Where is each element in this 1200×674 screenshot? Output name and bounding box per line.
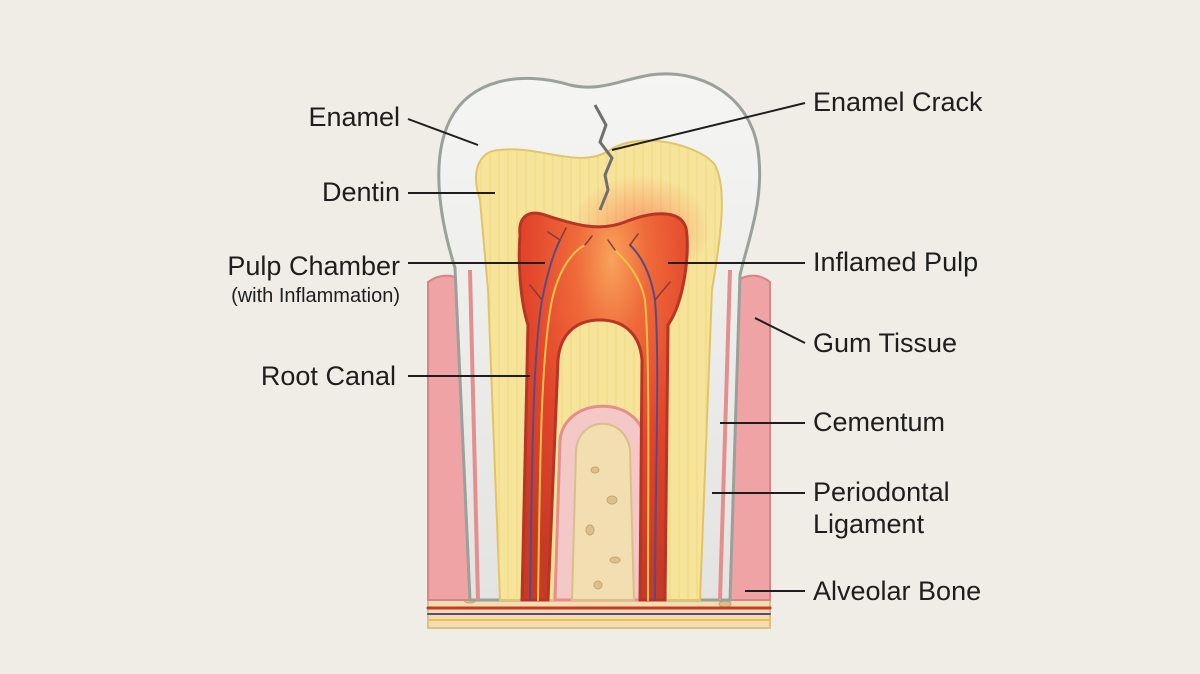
label-enamel: Enamel [308, 102, 400, 132]
leader-lines [407, 102, 806, 592]
label-periodontal-ligament-line2: Ligament [813, 509, 925, 539]
label-periodontal-ligament-line1: Periodontal [813, 477, 950, 507]
label-enamel-crack: Enamel Crack [813, 87, 983, 117]
periodontal-ligament [468, 269, 732, 601]
inter-root-bone [553, 404, 652, 602]
label-pulp-chamber-note: (with Inflammation) [231, 285, 400, 307]
label-gum-tissue: Gum Tissue [813, 328, 958, 358]
label-inflamed-pulp: Inflamed Pulp [813, 247, 979, 277]
label-root-canal: Root Canal [260, 361, 396, 391]
label-dentin: Dentin [321, 177, 400, 207]
nerve-vessels [426, 227, 772, 621]
enamel-crack [593, 104, 614, 211]
label-pulp-chamber: Pulp Chamber [227, 251, 400, 281]
label-cementum: Cementum [813, 407, 946, 437]
label-alveolar-bone: Alveolar Bone [813, 576, 982, 606]
